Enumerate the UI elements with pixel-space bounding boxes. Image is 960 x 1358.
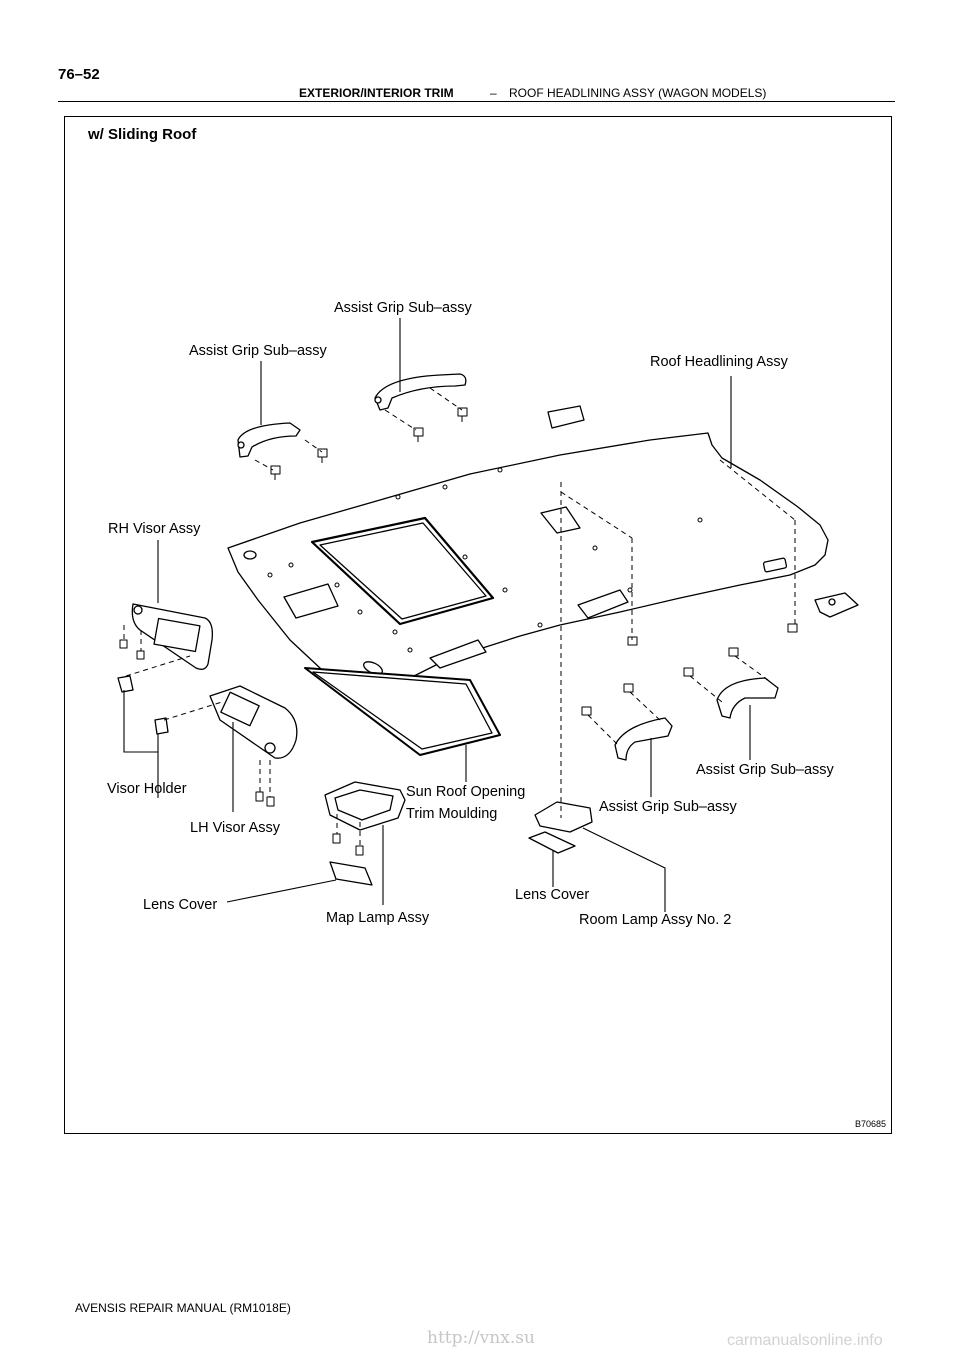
header-rule xyxy=(58,101,895,102)
assist-grip-top-center xyxy=(374,373,467,411)
label-lh-visor: LH Visor Assy xyxy=(190,820,280,836)
figure-code: B70685 xyxy=(855,1119,887,1129)
label-map-lamp: Map Lamp Assy xyxy=(326,910,430,926)
figure-frame xyxy=(64,116,892,1134)
lh-visor xyxy=(209,685,298,759)
watermark-site: carmanualsonline.info xyxy=(727,1332,883,1349)
watermark-url: http://vnx.su xyxy=(427,1328,535,1348)
label-assist-grip-top-left: Assist Grip Sub–assy xyxy=(189,343,327,359)
label-visor-holder: Visor Holder xyxy=(107,781,187,797)
footer-manual: AVENSIS REPAIR MANUAL (RM1018E) xyxy=(75,1301,291,1315)
label-assist-grip-center-right: Assist Grip Sub–assy xyxy=(599,799,737,815)
label-room-lamp: Room Lamp Assy No. 2 xyxy=(579,912,732,928)
label-roof-headlining: Roof Headlining Assy xyxy=(650,354,788,370)
label-rh-visor: RH Visor Assy xyxy=(108,521,201,537)
assist-grip-right xyxy=(716,677,779,719)
label-assist-grip-right: Assist Grip Sub–assy xyxy=(696,762,834,778)
header-separator: – xyxy=(490,86,497,100)
figure-subtitle: w/ Sliding Roof xyxy=(88,126,197,143)
label-lens-cover-right: Lens Cover xyxy=(515,887,590,903)
lens-cover-right xyxy=(528,831,576,854)
header-section: EXTERIOR/INTERIOR TRIM xyxy=(299,86,454,100)
label-sun-roof-line1: Sun Roof Opening xyxy=(406,784,526,800)
assist-grip-top-left xyxy=(237,422,301,458)
roof-headlining-panel xyxy=(227,432,829,701)
label-assist-grip-top-center: Assist Grip Sub–assy xyxy=(334,300,472,316)
page-number: 76–52 xyxy=(58,66,100,83)
header-title: ROOF HEADLINING ASSY (WAGON MODELS) xyxy=(509,86,767,100)
assist-grip-center-right xyxy=(614,717,673,761)
label-sun-roof-line2: Trim Moulding xyxy=(406,806,498,822)
lens-cover-left xyxy=(329,861,373,886)
label-lens-cover-left: Lens Cover xyxy=(143,897,218,913)
room-lamp xyxy=(534,801,593,833)
